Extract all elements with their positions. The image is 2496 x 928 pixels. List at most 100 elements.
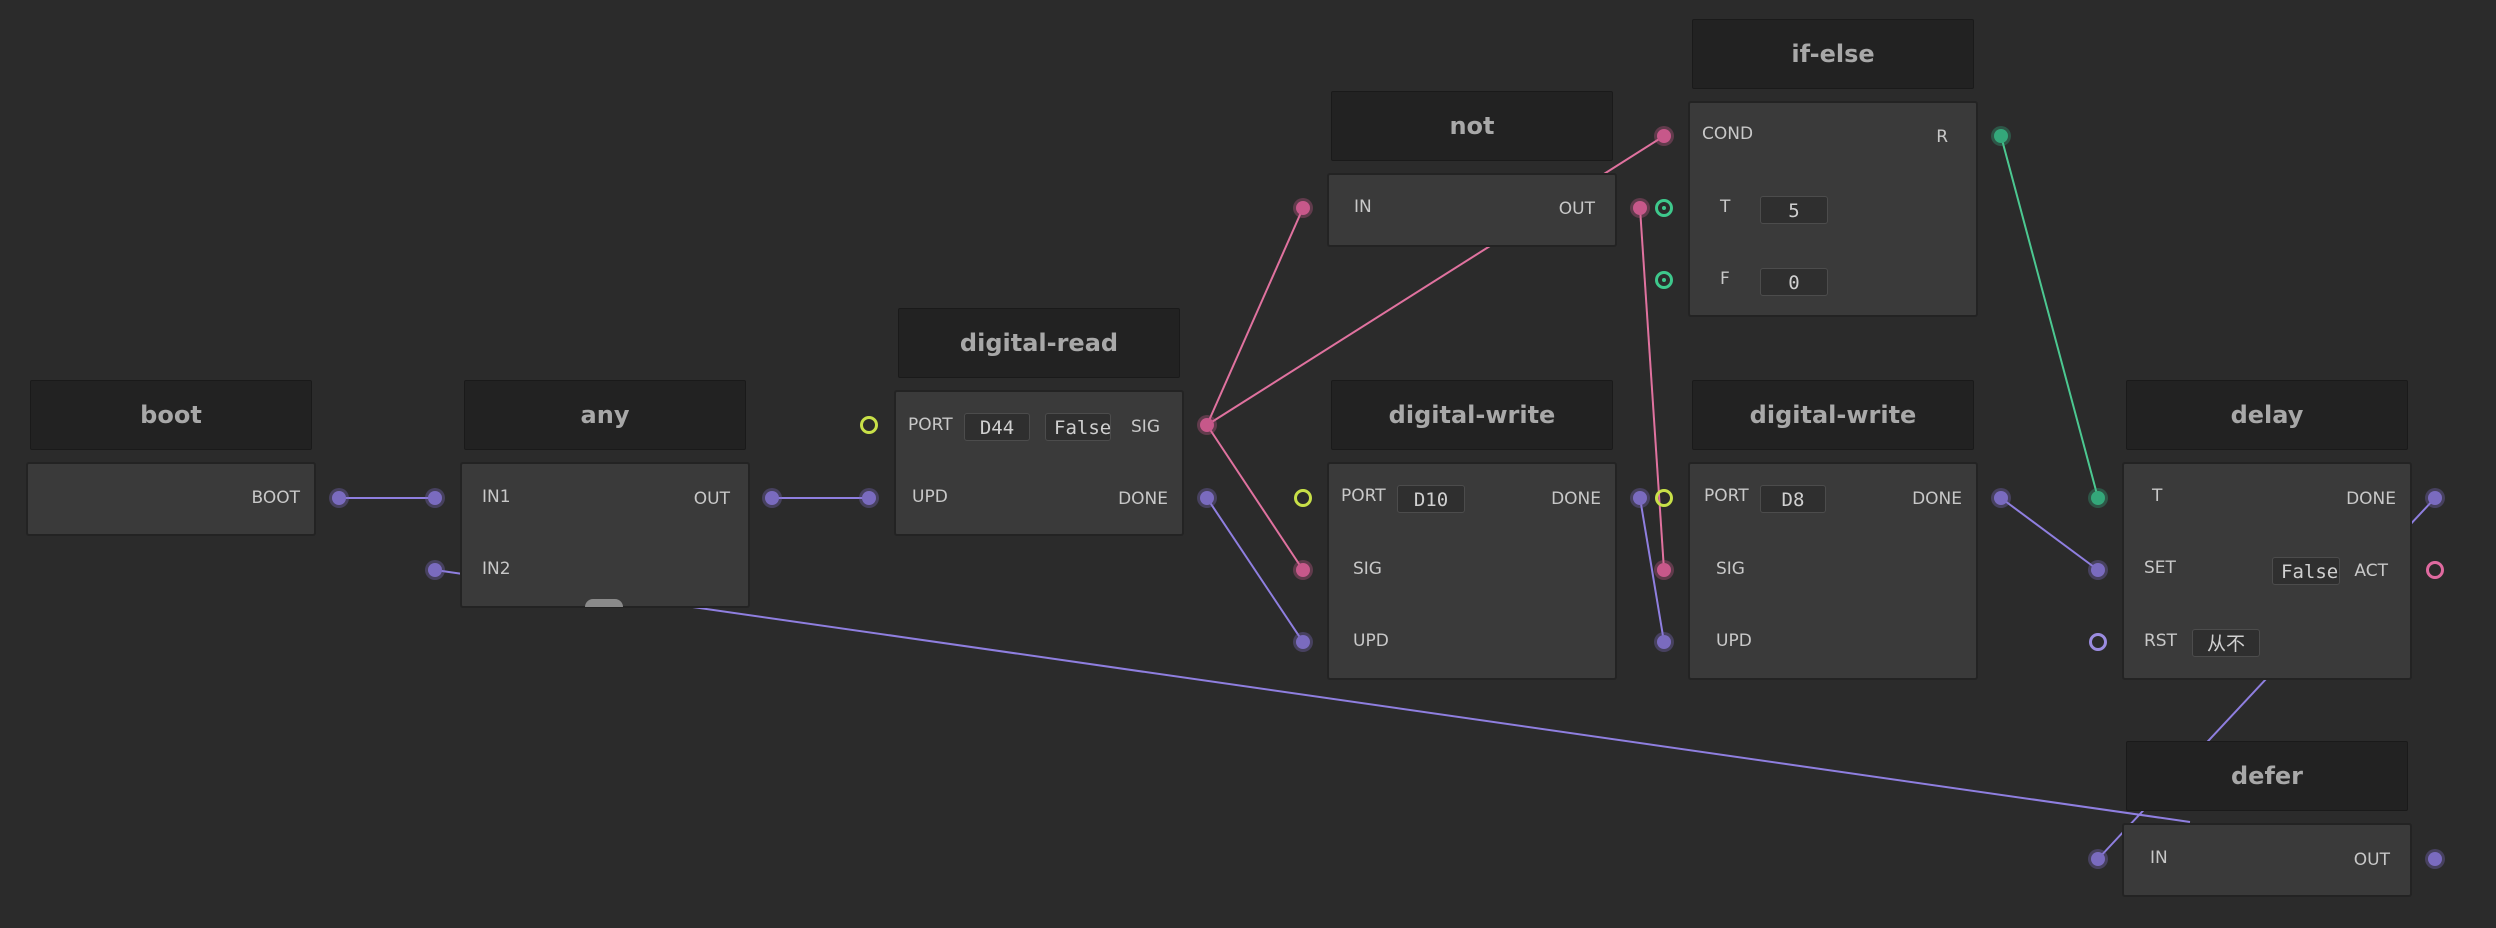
- digital-read-node[interactable]: digital-read PORT D44 False SIG UPD DONE: [894, 308, 1184, 536]
- if-else-node[interactable]: if-else COND R T 5 F 0: [1688, 19, 1978, 317]
- node-body[interactable]: [26, 462, 316, 536]
- wire-digital-read-done-write[interactable]: [1206, 497, 1304, 643]
- defer-node[interactable]: defer IN OUT: [2122, 741, 2412, 897]
- pin-label-f: F: [1720, 269, 1730, 289]
- pin-label-t: T: [2152, 486, 2163, 506]
- node-title: delay: [2126, 380, 2408, 450]
- node-title: digital-write: [1692, 380, 1974, 450]
- rst-value-field[interactable]: 从不: [2192, 629, 2260, 657]
- pin-label-done: DONE: [1118, 489, 1168, 509]
- pin-label-in2: IN2: [482, 559, 511, 579]
- wire-digital-read-sig-write[interactable]: [1206, 424, 1304, 571]
- pin-label-port: PORT: [1341, 486, 1386, 506]
- delay-act-pin[interactable]: [2426, 561, 2444, 579]
- pin-label-r: R: [1936, 127, 1948, 147]
- pin-label-upd: UPD: [1716, 631, 1752, 651]
- any-in2-pin[interactable]: [428, 563, 442, 577]
- digital-write-node-d10[interactable]: digital-write PORT D10 DONE SIG UPD: [1327, 380, 1617, 680]
- pin-label-port: PORT: [1704, 486, 1749, 506]
- any-node[interactable]: any IN1 IN2 OUT: [460, 380, 750, 608]
- node-body[interactable]: [460, 462, 750, 608]
- pin-label-t: T: [1720, 197, 1731, 217]
- if-else-t-pin[interactable]: [1655, 199, 1673, 217]
- digital-write-d10-port-pin[interactable]: [1294, 489, 1312, 507]
- node-title: any: [464, 380, 746, 450]
- digital-read-sig-pin[interactable]: [1200, 418, 1214, 432]
- pin-label-out: OUT: [1558, 199, 1595, 219]
- node-body[interactable]: [894, 390, 1184, 536]
- port-value-field[interactable]: D44: [964, 413, 1030, 441]
- delay-node[interactable]: delay T DONE SET False ACT RST 从不: [2122, 380, 2412, 680]
- any-out-pin[interactable]: [765, 491, 779, 505]
- digital-write-d8-done-pin[interactable]: [1994, 491, 2008, 505]
- digital-write-d8-upd-pin[interactable]: [1657, 635, 1671, 649]
- port-value-field[interactable]: D8: [1760, 485, 1826, 513]
- boot-out-pin[interactable]: [332, 491, 346, 505]
- digital-read-upd-pin[interactable]: [862, 491, 876, 505]
- node-body[interactable]: [2122, 462, 2412, 680]
- pin-label-in: IN: [2150, 848, 2168, 868]
- resize-handle[interactable]: [585, 599, 623, 607]
- pin-label-sig: SIG: [1716, 559, 1745, 579]
- node-body[interactable]: [1688, 101, 1978, 317]
- node-title: digital-read: [898, 308, 1180, 378]
- port-value-field[interactable]: D10: [1397, 485, 1465, 513]
- pin-label-out: OUT: [693, 489, 730, 509]
- digital-write-node-d8[interactable]: digital-write PORT D8 DONE SIG UPD: [1688, 380, 1978, 680]
- boot-node[interactable]: boot BOOT: [26, 380, 316, 536]
- delay-done-pin[interactable]: [2428, 491, 2442, 505]
- node-title: defer: [2126, 741, 2408, 811]
- pin-label-in: IN: [1354, 197, 1372, 217]
- node-body[interactable]: [1327, 462, 1617, 680]
- set-value-field[interactable]: False: [2272, 557, 2340, 585]
- delay-t-pin[interactable]: [2091, 491, 2105, 505]
- if-else-r-pin[interactable]: [1994, 129, 2008, 143]
- node-body[interactable]: [1688, 462, 1978, 680]
- pin-label-sig: SIG: [1353, 559, 1382, 579]
- node-body[interactable]: [2122, 823, 2412, 897]
- defer-in-pin[interactable]: [2091, 852, 2105, 866]
- t-value-field[interactable]: 5: [1760, 196, 1828, 224]
- if-else-f-pin[interactable]: [1655, 271, 1673, 289]
- delay-rst-pin[interactable]: [2089, 633, 2107, 651]
- pin-label-upd: UPD: [1353, 631, 1389, 651]
- pin-label-done: DONE: [2346, 489, 2396, 509]
- defer-out-pin[interactable]: [2428, 852, 2442, 866]
- digital-write-d8-sig-pin[interactable]: [1657, 563, 1671, 577]
- wire-if-else-delay[interactable]: [2000, 135, 2099, 499]
- pin-label-rst: RST: [2144, 631, 2177, 651]
- any-in1-pin[interactable]: [428, 491, 442, 505]
- pin-label-in1: IN1: [482, 487, 511, 507]
- delay-set-pin[interactable]: [2091, 563, 2105, 577]
- pin-label-out: OUT: [2353, 850, 2390, 870]
- wire-digital-read-sig-not[interactable]: [1206, 207, 1304, 426]
- digital-write-d10-sig-pin[interactable]: [1296, 563, 1310, 577]
- pin-label-done: DONE: [1551, 489, 1601, 509]
- not-node[interactable]: not IN OUT: [1327, 91, 1617, 247]
- digital-read-port-pin[interactable]: [860, 416, 878, 434]
- digital-write-d8-port-pin[interactable]: [1655, 489, 1673, 507]
- wire-write-delay[interactable]: [2000, 497, 2099, 571]
- digital-write-d10-upd-pin[interactable]: [1296, 635, 1310, 649]
- pin-label-done: DONE: [1912, 489, 1962, 509]
- node-body[interactable]: [1327, 173, 1617, 247]
- not-in-pin[interactable]: [1296, 201, 1310, 215]
- wire-not-write[interactable]: [1639, 207, 1665, 571]
- node-title: if-else: [1692, 19, 1974, 89]
- pin-label-upd: UPD: [912, 487, 948, 507]
- node-title: not: [1331, 91, 1613, 161]
- digital-read-done-pin[interactable]: [1200, 491, 1214, 505]
- pin-label-set: SET: [2144, 558, 2176, 578]
- digital-write-d10-done-pin[interactable]: [1633, 491, 1647, 505]
- pin-label-cond: COND: [1702, 124, 1754, 144]
- pin-label-act: ACT: [2354, 561, 2388, 581]
- node-title: digital-write: [1331, 380, 1613, 450]
- pin-label-boot: BOOT: [251, 488, 300, 508]
- pin-label-port: PORT: [908, 415, 953, 435]
- node-title: boot: [30, 380, 312, 450]
- sig-value-field[interactable]: False: [1045, 413, 1111, 441]
- not-out-pin[interactable]: [1633, 201, 1647, 215]
- if-else-cond-pin[interactable]: [1657, 129, 1671, 143]
- f-value-field[interactable]: 0: [1760, 268, 1828, 296]
- pin-label-sig: SIG: [1131, 417, 1160, 437]
